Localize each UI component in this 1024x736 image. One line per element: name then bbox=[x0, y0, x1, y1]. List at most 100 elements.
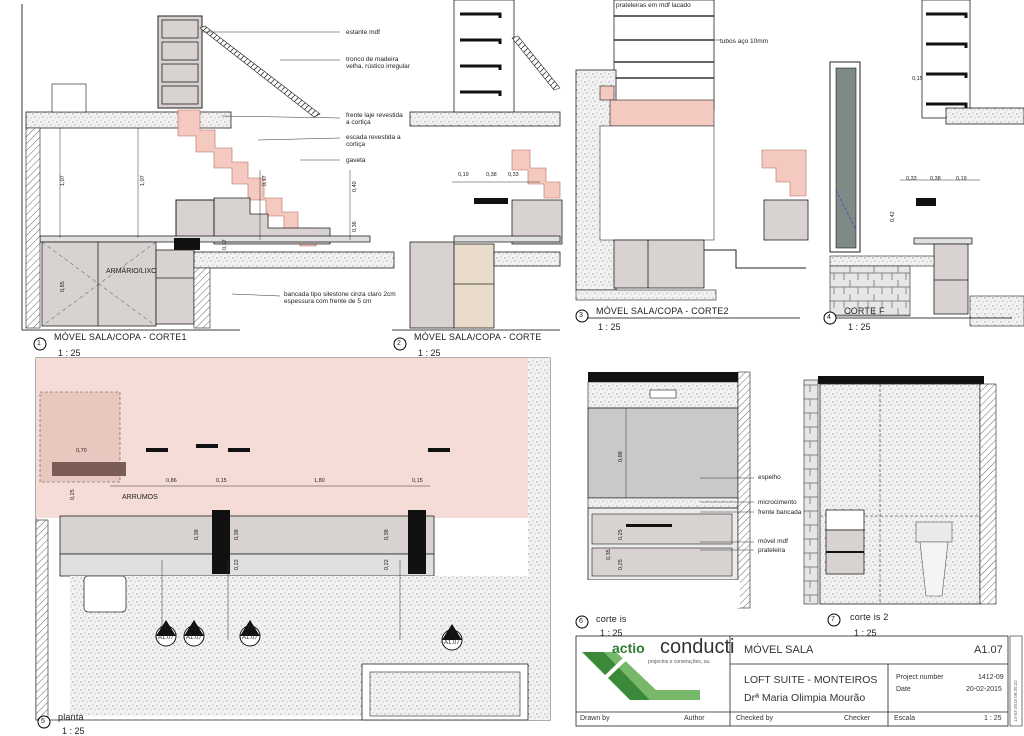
view-3-title: MÓVEL SALA/COPA - CORTE2 bbox=[596, 306, 729, 316]
sheet-title: MÓVEL SALA bbox=[744, 644, 814, 656]
side-stamp: 14-03-2015 09:35:22 bbox=[1013, 680, 1018, 722]
dim-v5-8: 0,38 bbox=[384, 529, 390, 540]
view-6-number: 6 bbox=[579, 618, 583, 625]
logo-tagline: projectos e construções, sa. bbox=[648, 659, 711, 665]
checked-by-value: Checker bbox=[844, 715, 871, 722]
marker-2-ref: A1.07 bbox=[186, 635, 202, 641]
dim-v4-1: 0,33 bbox=[906, 176, 917, 182]
view-3-number: 3 bbox=[579, 312, 583, 319]
client-name: Drª Maria Olimpia Mourão bbox=[744, 692, 866, 704]
dim-v1-6: 0,40 bbox=[352, 181, 358, 192]
dim-v1-7: 0,36 bbox=[352, 221, 358, 232]
view-1-number: 1 bbox=[37, 340, 41, 347]
dim-v5-3: 1,80 bbox=[314, 478, 325, 484]
date-value: 20-02-2015 bbox=[966, 686, 1002, 693]
label-microcimento: microcimento bbox=[758, 499, 797, 506]
dim-v5-2: 0,15 bbox=[216, 478, 227, 484]
label-gaveta: gaveta bbox=[346, 157, 366, 164]
dim-v1-4: 0,17 bbox=[222, 239, 228, 250]
dim-v6-1: 0,88 bbox=[618, 451, 624, 462]
label-estante-mdf: estante mdf bbox=[346, 29, 380, 36]
dim-v1-5: 0,17 bbox=[262, 175, 268, 186]
view-6-section bbox=[575, 371, 754, 629]
date-label: Date bbox=[896, 686, 911, 693]
view-7-number: 7 bbox=[831, 616, 835, 623]
label-tubos-aco: tubos aço 10mm bbox=[720, 38, 769, 45]
marker-3-ref: A1.07 bbox=[444, 640, 460, 646]
view-1-scale: 1 : 25 bbox=[58, 348, 81, 358]
label-movel-mdf: móvel mdf bbox=[758, 538, 788, 545]
view-1-title: MÓVEL SALA/COPA - CORTE1 bbox=[54, 332, 187, 342]
dim-v6-3: 0,25 bbox=[618, 559, 624, 570]
view-4-title: CORTE F bbox=[844, 306, 885, 316]
drawn-by-value: Author bbox=[684, 715, 705, 722]
dim-v4-4: 0,42 bbox=[890, 211, 896, 222]
view-5-scale: 1 : 25 bbox=[62, 726, 85, 736]
dim-v6-4: 0,35 bbox=[606, 549, 612, 560]
label-prateleiras-mdf: prateleiras em mdf lacado bbox=[616, 2, 691, 9]
marker-6-ref: A1.07 bbox=[242, 635, 258, 641]
dim-v1-1: 1,07 bbox=[60, 175, 66, 186]
section-marker-3 bbox=[441, 624, 463, 651]
dim-v4-5: 0,15 bbox=[912, 76, 923, 82]
dim-v1-3: 0,85 bbox=[60, 281, 66, 292]
view-7-title: corte is 2 bbox=[850, 612, 889, 622]
marker-3-num: 3 bbox=[450, 630, 454, 636]
project-number-label: Project number bbox=[896, 674, 944, 681]
dim-v6-2: 0,25 bbox=[618, 529, 624, 540]
dim-v4-2: 0,38 bbox=[930, 176, 941, 182]
label-frente-bancada: frente bancada bbox=[758, 509, 802, 516]
label-prateleira: prateleira bbox=[758, 547, 786, 554]
title-block-frame bbox=[575, 635, 1023, 727]
view-1-section bbox=[21, 0, 395, 351]
section-marker-1 bbox=[155, 620, 177, 647]
dim-v5-6: 0,38 bbox=[194, 529, 200, 540]
dim-v5-5: 0,70 bbox=[76, 448, 87, 454]
label-espelho: espelho bbox=[758, 474, 781, 481]
marker-1-num: 1 bbox=[164, 625, 168, 631]
view-6-scale: 1 : 25 bbox=[600, 628, 623, 638]
label-frente-laje: frente laje revestida a cortiça bbox=[346, 112, 403, 126]
section-marker-2 bbox=[183, 620, 205, 647]
dim-v5-10: 0,22 bbox=[384, 559, 390, 570]
view-2-scale: 1 : 25 bbox=[418, 348, 441, 358]
dim-v5-1: 0,86 bbox=[166, 478, 177, 484]
scale-value: 1 : 25 bbox=[984, 715, 1002, 722]
drawn-by-label: Drawn by bbox=[580, 715, 610, 722]
label-arrumos: ARRUMOS bbox=[122, 494, 158, 501]
view-3-scale: 1 : 25 bbox=[598, 322, 621, 332]
view-5-plan bbox=[35, 357, 551, 729]
marker-6-num: 6 bbox=[248, 625, 252, 631]
dim-v5-7: 0,38 bbox=[234, 529, 240, 540]
sheet-number: A1.07 bbox=[974, 644, 1003, 656]
view-7-section bbox=[803, 376, 997, 627]
scale-label: Escala bbox=[894, 715, 916, 722]
view-2-number: 2 bbox=[397, 340, 401, 347]
view-7-scale: 1 : 25 bbox=[854, 628, 877, 638]
view-6-title: corte is bbox=[596, 614, 627, 624]
dim-v4-3: 0,19 bbox=[956, 176, 967, 182]
view-4-scale: 1 : 25 bbox=[848, 322, 871, 332]
dim-v1-2: 1,07 bbox=[140, 175, 146, 186]
dim-v5-4: 0,15 bbox=[412, 478, 423, 484]
dim-v2-1: 0,19 bbox=[458, 172, 469, 178]
view-4-number: 4 bbox=[827, 314, 831, 321]
label-bancada: bancada tipo silestone cinza claro 2cm e… bbox=[284, 291, 396, 305]
project-number-value: 1412-09 bbox=[978, 674, 1004, 681]
project-name: LOFT SUITE - MONTEIROS bbox=[744, 674, 878, 686]
view-2-title: MÓVEL SALA/COPA - CORTE bbox=[414, 332, 542, 342]
section-marker-6 bbox=[239, 620, 261, 647]
dim-v5-11: 0,25 bbox=[70, 489, 76, 500]
view-5-title: planta bbox=[58, 712, 84, 722]
view-4-section bbox=[823, 0, 1024, 327]
dim-v2-2: 0,38 bbox=[486, 172, 497, 178]
checked-by-label: Checked by bbox=[736, 715, 773, 722]
view-2-section bbox=[392, 0, 563, 351]
dim-v5-9: 0,22 bbox=[234, 559, 240, 570]
view-3-section bbox=[575, 0, 809, 323]
marker-2-num: 2 bbox=[192, 625, 196, 631]
logo-text-conducti: conducti bbox=[660, 636, 735, 658]
label-escada-cortica: escada revestida a cortiça bbox=[346, 134, 401, 148]
logo-text-actio: actio bbox=[612, 640, 645, 656]
